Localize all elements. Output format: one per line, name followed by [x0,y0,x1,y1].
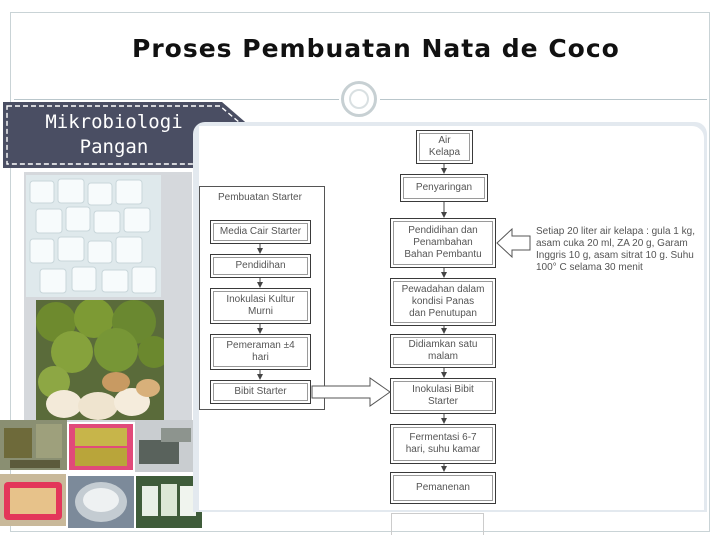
flow-step-fermentation-label: Fermentasi 6-7 hari, suhu kamar [405,432,481,455]
starter-section-frame [199,186,325,410]
flow-step-coconut-water-label: Air Kelapa [428,135,461,158]
banner-line-2: Pangan [79,136,149,158]
fermentation-photo-2 [69,424,133,470]
flow-step-filtering-label: Penyaringan [415,182,473,193]
recipe-note: Setiap 20 liter air kelapa : gula 1 kg, … [536,226,695,273]
nata-cubes-photo [26,175,161,297]
flow-step-filtering: Penyaringan [400,174,488,202]
flow-step-containers-label: Pewadahan dalam kondisi Panas dan Penutu… [401,284,485,319]
banner-line-1: Mikrobiologi [45,111,183,133]
starter-step-seed-label: Bibit Starter [234,386,287,397]
starter-step-seed: Bibit Starter [210,380,311,404]
harvest-bowl-photo [68,476,134,528]
starter-step-media: Media Cair Starter [210,220,311,244]
flow-step-overnight-label: Didiamkan satu malam [408,339,478,362]
flow-step-boiling-additives-label: Pendidihan dan Penambahan Bahan Pembantu [404,225,482,260]
flow-step-inoculation: Inokulasi Bibit Starter [390,378,496,414]
title-divider-left [14,99,339,100]
starter-step-boiling-label: Pendidihan [235,260,286,271]
fermentation-photo-1 [0,420,67,470]
starter-step-inoculation-label: Inokulasi Kultur Murni [226,294,295,317]
fermentation-photo-3 [135,420,198,472]
flow-step-fermentation: Fermentasi 6-7 hari, suhu kamar [390,424,496,464]
title-divider-right [380,99,707,100]
coconut-photo [36,300,164,420]
harvest-reflection [391,513,484,535]
product-cups-photo [136,476,202,528]
starter-step-media-label: Media Cair Starter [219,226,302,237]
slide-frame [10,12,710,532]
starter-step-incubation-label: Pemeraman ±4 hari [226,340,295,363]
flow-step-containers: Pewadahan dalam kondisi Panas dan Penutu… [390,278,496,326]
divider-ornament [341,81,377,117]
slide-title: Proses Pembuatan Nata de Coco [132,34,620,63]
flow-step-harvest-label: Pemanenan [416,482,470,493]
banner-label: Mikrobiologi Pangan [4,110,224,160]
flow-step-boiling-additives: Pendidihan dan Penambahan Bahan Pembantu [390,218,496,268]
starter-section-label: Pembuatan Starter [218,192,302,203]
flow-step-inoculation-label: Inokulasi Bibit Starter [412,384,474,407]
harvest-tray-photo [0,474,66,526]
